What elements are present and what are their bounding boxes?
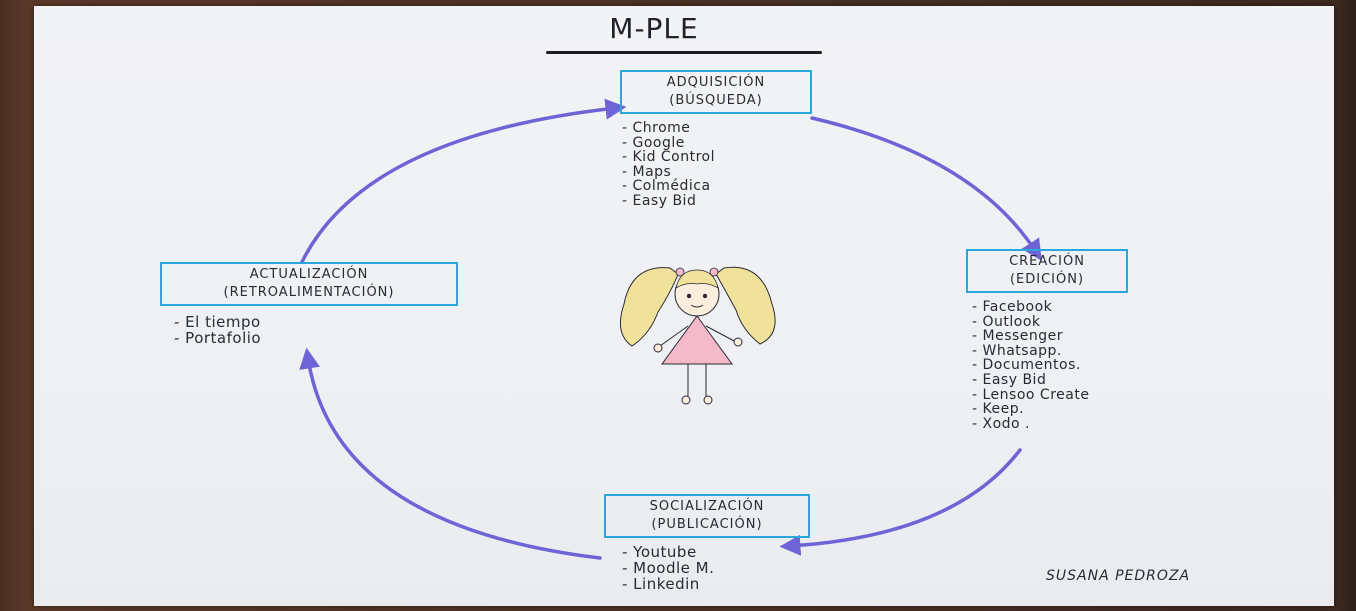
tool-list-creacion: - Facebook - Outlook - Messenger - Whats…	[972, 300, 1089, 431]
tool-list-actualizacion: - El tiempo - Portafolio	[174, 314, 261, 346]
list-item: - Keep.	[972, 401, 1025, 418]
arrow-adquisicion-to-creacion	[810, 116, 1042, 261]
arrow-socializacion-to-actualizacion	[299, 347, 602, 560]
list-item: - Chrome	[622, 120, 691, 136]
list-item: - Youtube	[622, 543, 697, 561]
list-item: - Whatsapp.	[972, 342, 1062, 359]
stage-subtitle-socializacion: (PUBLICACIÓN)	[651, 517, 763, 532]
list-item: - Facebook	[972, 299, 1053, 315]
list-item: - Messenger	[972, 328, 1064, 345]
stage-box-socializacion: SOCIALIZACIÓN (PUBLICACIÓN)	[604, 494, 810, 538]
paper-sheet: M-PLE ADQUISICIÓN (BÚSQUEDA) - Chrome - …	[34, 6, 1334, 606]
stage-box-creacion: CREACIÓN (EDICIÓN)	[966, 249, 1128, 293]
tool-list-socializacion: - Youtube - Moodle M. - Linkedin	[622, 544, 714, 592]
stage-box-actualizacion: ACTUALIZACIÓN (RETROALIMENTACIÓN)	[160, 262, 458, 306]
stage-subtitle-creacion: (EDICIÓN)	[1009, 272, 1085, 287]
stage-title-adquisicion: ADQUISICIÓN	[666, 75, 766, 90]
girl-drawing-icon	[619, 266, 776, 405]
list-item: - Lensoo Create	[972, 386, 1090, 403]
title-underline	[546, 51, 822, 54]
list-item: - El tiempo	[174, 313, 261, 331]
stage-subtitle-adquisicion: (BÚSQUEDA)	[669, 93, 763, 108]
stage-title-creacion: CREACIÓN	[1009, 254, 1085, 269]
list-item: - Maps	[622, 163, 672, 180]
list-item: - Kid Control	[622, 149, 716, 166]
list-item: - Outlook	[972, 313, 1041, 330]
diagram-title: M-PLE	[609, 12, 699, 45]
list-item: - Portafolio	[174, 329, 262, 347]
cycle-arrows	[299, 98, 1042, 560]
author-signature: SUSANA PEDROZA	[1046, 568, 1191, 584]
list-item: - Google	[622, 134, 685, 151]
list-item: - Xodo .	[972, 415, 1031, 432]
list-item: - Easy Bid	[622, 192, 697, 209]
stage-title-actualizacion: ACTUALIZACIÓN	[249, 267, 369, 282]
list-item: - Documentos.	[972, 357, 1081, 374]
list-item: - Moodle M.	[622, 559, 715, 577]
stage-box-adquisicion: ADQUISICIÓN (BÚSQUEDA)	[620, 70, 812, 114]
arrow-creacion-to-socializacion	[779, 448, 1022, 556]
list-item: - Easy Bid	[972, 371, 1047, 388]
stage-title-socializacion: SOCIALIZACIÓN	[649, 499, 765, 514]
list-item: - Linkedin	[622, 575, 700, 593]
stage-subtitle-actualizacion: (RETROALIMENTACIÓN)	[223, 285, 395, 300]
arrow-actualizacion-to-adquisicion	[300, 98, 627, 264]
list-item: - Colmédica	[622, 178, 711, 195]
tool-list-adquisicion: - Chrome - Google - Kid Control - Maps -…	[622, 121, 715, 209]
